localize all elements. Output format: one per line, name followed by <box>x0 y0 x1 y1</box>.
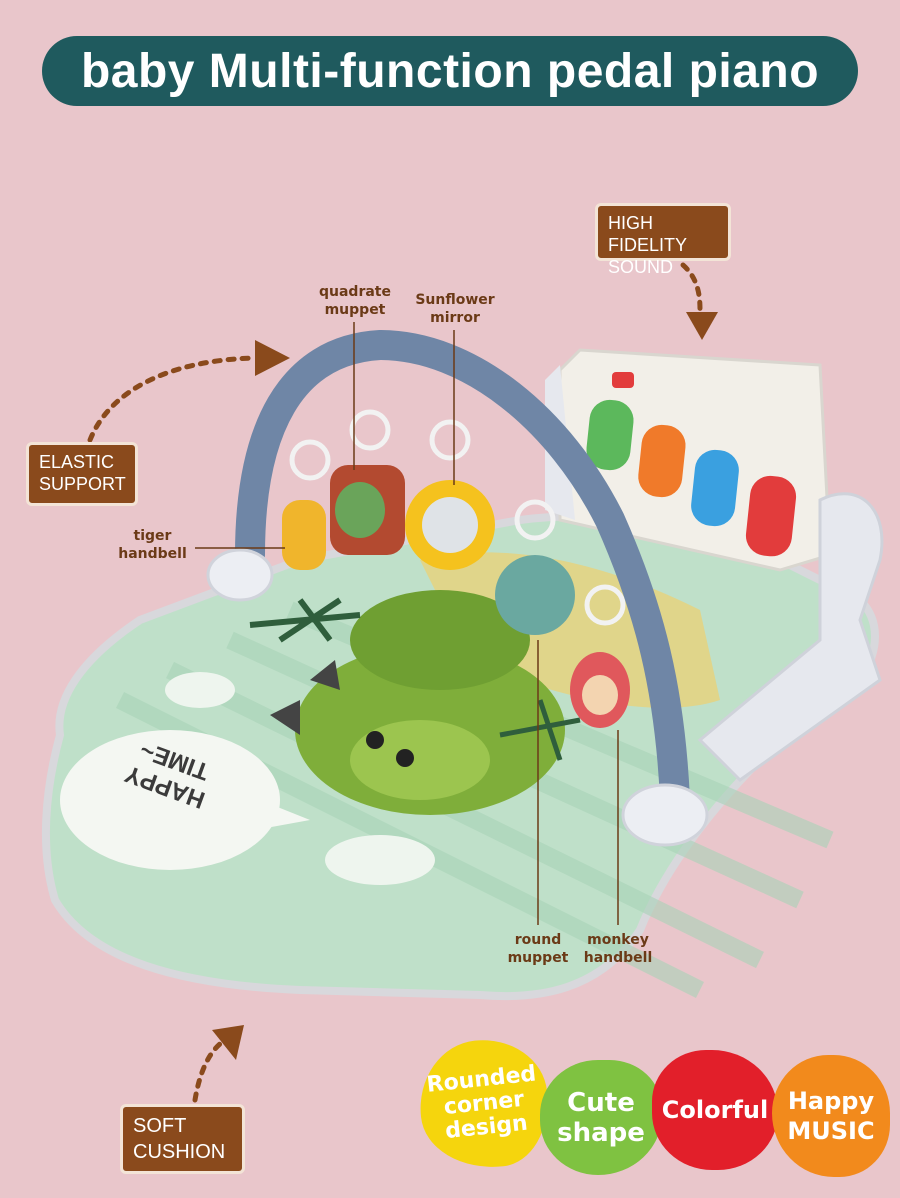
leader-lines <box>195 322 619 925</box>
page-title: baby Multi-function pedal piano <box>42 36 858 106</box>
badge-colorful: Colorful <box>652 1050 778 1170</box>
label-round-muppet: round muppet <box>500 931 576 967</box>
callout-line: SUPPORT <box>39 474 126 494</box>
arrow-up-icon <box>212 1025 244 1060</box>
badge-line: MUSIC <box>787 1117 875 1145</box>
arrow-down-icon <box>686 312 718 340</box>
label-sunflower-mirror: Sunflower mirror <box>405 291 505 327</box>
piano-panel <box>545 348 884 782</box>
label-line: mirror <box>430 310 480 326</box>
label-quadrate-muppet: quadrate muppet <box>310 283 400 319</box>
callout-line: SOFT <box>133 1115 187 1137</box>
arrow-heads <box>212 312 718 1060</box>
arch <box>206 329 709 847</box>
dashed-arrows <box>87 262 703 1103</box>
arrow-right-icon <box>255 340 290 376</box>
label-line: tiger <box>133 528 172 544</box>
label-line: muppet <box>507 950 569 966</box>
label-line: quadrate <box>319 284 391 300</box>
callout-soft-cushion: SOFT CUSHION <box>120 1104 245 1174</box>
callout-line: ELASTIC <box>39 452 115 472</box>
callout-high-fidelity: HIGH FIDELITY SOUND <box>595 203 731 277</box>
badge-line: Colorful <box>661 1096 769 1124</box>
badge-line: Happy <box>787 1087 875 1115</box>
badge-line: Cute <box>567 1087 635 1118</box>
label-monkey-handbell: monkey handbell <box>578 931 658 967</box>
badge-cute-shape: Cute shape <box>540 1060 662 1175</box>
label-line: Sunflower <box>415 292 495 308</box>
label-tiger-handbell: tiger handbell <box>110 527 195 563</box>
callout-elastic-support: ELASTIC SUPPORT <box>26 442 138 506</box>
label-line: round <box>514 932 562 948</box>
label-line: monkey <box>587 932 649 948</box>
badge-line: shape <box>557 1117 645 1148</box>
label-line: handbell <box>583 950 653 966</box>
callout-line: SOUND <box>608 257 674 277</box>
badge-happy-music: Happy MUSIC <box>772 1055 890 1177</box>
hanging-toys <box>282 409 630 728</box>
label-line: muppet <box>324 302 386 318</box>
callout-line: CUSHION <box>133 1141 226 1163</box>
label-line: handbell <box>118 546 187 562</box>
callout-line: HIGH FIDELITY <box>608 213 688 255</box>
